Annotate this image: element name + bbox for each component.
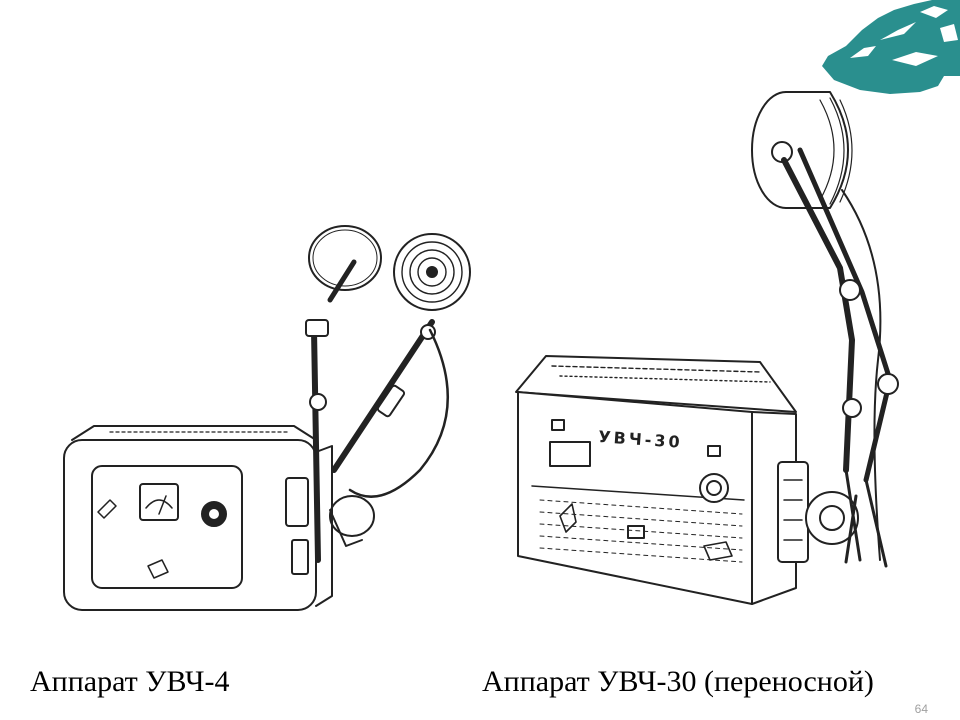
uhf4-device [63, 225, 471, 611]
devices-illustration: УВЧ-30 [63, 91, 899, 611]
horse-head-logo-icon [822, 0, 960, 94]
caption-uhf4: Аппарат УВЧ-4 [30, 665, 230, 698]
caption-uhf30: Аппарат УВЧ-30 (переносной) [482, 665, 874, 698]
page-number: 64 [914, 702, 928, 716]
uhf30-device [515, 91, 899, 605]
